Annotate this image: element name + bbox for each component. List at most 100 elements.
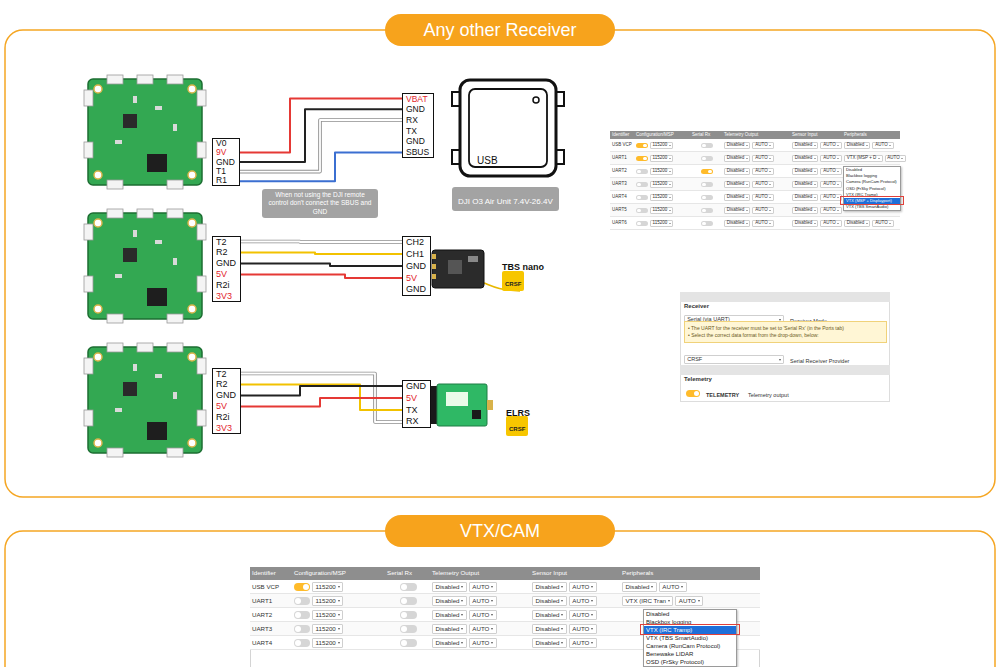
pin-cell: T2 — [212, 368, 241, 379]
unit-label: DJI O3 Air Unit 7.4V-26.4V — [452, 187, 559, 211]
select-text: 115200 — [652, 169, 667, 174]
toggle-off — [701, 143, 713, 149]
pin-cell: CH2 — [402, 236, 431, 248]
config-cell: 115200 — [634, 217, 690, 230]
select-text: VTX (MSP + D — [847, 156, 877, 161]
select-text: AUTO — [472, 598, 489, 604]
toggle-knob — [401, 626, 407, 632]
serial-rx-cell — [690, 204, 722, 217]
flight-controller — [84, 209, 206, 323]
select-caret — [837, 158, 839, 159]
identifier-cell: UART1 — [250, 594, 292, 608]
select-text: Disabled — [535, 626, 559, 632]
sensor-cell: DisabledAUTO — [790, 217, 842, 230]
flight-controller — [84, 75, 206, 189]
select-caret — [769, 210, 771, 211]
select-caret — [837, 184, 839, 185]
header-cell: Peripherals — [842, 131, 900, 139]
telemetry-cell: DisabledAUTO — [430, 594, 530, 608]
select-caret — [889, 145, 891, 146]
pin-cell-text: V0 — [216, 139, 226, 148]
pin-cell: 3V3 — [212, 423, 241, 434]
receiver-board — [437, 384, 487, 426]
pin-cell: GND — [402, 136, 434, 147]
pad — [432, 254, 436, 259]
select-text: Disabled — [795, 208, 813, 213]
protocol-select: Disabled — [792, 181, 818, 189]
highlight-box — [640, 624, 740, 635]
pin-cell-text: GND — [216, 259, 236, 268]
select-caret — [461, 586, 463, 588]
wire — [241, 264, 402, 267]
select-caret — [769, 223, 771, 224]
wire-stroke — [241, 374, 402, 423]
config-cell: 115200 — [292, 580, 385, 594]
select-text: Disabled — [727, 143, 745, 148]
peripheral-cell: DisabledAUTO — [620, 580, 760, 594]
speed-select: AUTO — [752, 194, 773, 202]
pin-cell-text: 9V — [216, 148, 226, 157]
dropdown-text: Disabled — [646, 611, 669, 617]
toggle-on — [294, 583, 310, 591]
toggle-knob — [303, 584, 309, 590]
elrs-receiver — [430, 384, 493, 426]
port-label-box: USB — [477, 150, 498, 168]
config-cell: 115200 — [634, 152, 690, 165]
dropdown-text: Benewake LIDAR — [646, 651, 693, 657]
select-text: VTX (IRC Tran — [625, 598, 666, 604]
serial-rx-cell — [385, 622, 430, 636]
section-heading-text: Any other Receiver — [423, 21, 576, 39]
pin-cell: R2 — [212, 379, 241, 390]
column-header: Identifier — [252, 570, 276, 576]
pin-cell: 5V — [212, 401, 241, 412]
chip — [472, 410, 481, 419]
protocol-select: Disabled — [532, 582, 567, 593]
wire — [241, 275, 402, 279]
pin-cell-text: GND — [406, 382, 426, 391]
serial-rx-cell — [690, 139, 722, 152]
dropdown-text: Disabled — [846, 168, 862, 172]
telemetry-cell: DisabledAUTO — [722, 139, 790, 152]
port-identifier: UART2 — [252, 612, 272, 618]
dropdown-text: VTX (TBS SmartAudio) — [646, 635, 708, 641]
toggle-knob — [643, 157, 647, 161]
pin-cell: GND — [402, 284, 431, 296]
toggle-off — [400, 625, 416, 633]
pin-cell: 5V — [402, 272, 431, 284]
header-cell: Telemetry Output — [722, 131, 790, 139]
select-caret — [338, 642, 340, 644]
sensor-cell: DisabledAUTO — [790, 165, 842, 178]
sensor-cell: DisabledAUTO — [790, 139, 842, 152]
speed-select: AUTO — [885, 155, 906, 163]
serial-rx-cell — [690, 165, 722, 178]
port-identifier: UART5 — [612, 208, 627, 213]
speed-select: AUTO — [752, 168, 773, 176]
select-text: AUTO — [823, 182, 835, 187]
note-line: • The UART for the receiver must be set … — [688, 325, 883, 332]
select-caret — [746, 197, 748, 198]
select-text: AUTO — [572, 598, 589, 604]
pin-cell-text: GND — [406, 262, 426, 271]
port-label: USB — [477, 155, 498, 166]
select-caret — [338, 614, 340, 616]
config-cell: 115200 — [634, 191, 690, 204]
sensor-cell: DisabledAUTO — [530, 622, 620, 636]
select-text: Disabled — [727, 169, 745, 174]
select-caret — [669, 210, 671, 211]
toggle-knob — [702, 144, 706, 148]
pin-cell-text: R1 — [216, 176, 227, 185]
telemetry-cell: DisabledAUTO — [430, 622, 530, 636]
panel-title-box: Receiver — [684, 294, 709, 312]
select-text: AUTO — [823, 143, 835, 148]
pin-cell-text: R2i — [216, 413, 230, 422]
pin-cell: 5V — [212, 269, 241, 280]
protocol-select: Disabled — [792, 155, 818, 163]
select-text: Disabled — [727, 156, 745, 161]
toggle-off — [294, 611, 310, 619]
speed-select: AUTO — [820, 155, 841, 163]
port-identifier: UART1 — [252, 598, 272, 604]
pin-cell: GND — [402, 260, 431, 272]
toggle-off — [636, 221, 648, 227]
port-identifier: USB VCP — [252, 584, 279, 590]
toggle-off — [701, 182, 713, 188]
